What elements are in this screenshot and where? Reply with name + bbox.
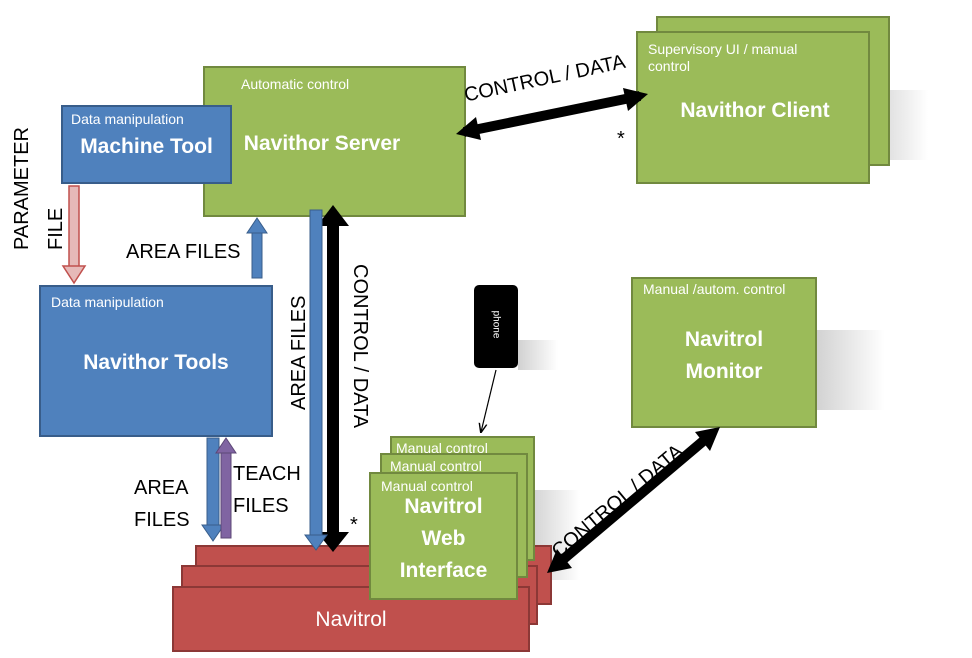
- navithor-tools-box[interactable]: Data manipulation Navithor Tools: [39, 285, 273, 437]
- web-interface-title-2: Web: [421, 527, 466, 550]
- navithor-client-sub: Supervisory UI / manual control: [648, 41, 798, 74]
- phone-device[interactable]: phone: [474, 285, 518, 368]
- web-interface-title-1: Navitrol: [404, 495, 483, 518]
- control-data-arrow-server-client: [456, 88, 648, 140]
- navithor-server-title: Navithor Server: [243, 132, 401, 155]
- navithor-client-box[interactable]: Supervisory UI / manual control Navithor…: [636, 31, 870, 184]
- machine-tool-title: Machine Tool: [80, 135, 213, 158]
- area-files-bottom-label-2: FILES: [134, 509, 190, 531]
- web-interface-sub-back2: Manual control: [396, 440, 488, 456]
- area-files-vertical-label: AREA FILES: [288, 295, 310, 411]
- parameter-label: PARAMETER: [11, 127, 33, 250]
- parameter-file-arrow: [61, 185, 87, 285]
- multiplicity-star-client: *: [617, 128, 625, 150]
- area-files-server-label: AREA FILES: [126, 241, 241, 263]
- area-files-arrow-down: [201, 437, 225, 542]
- control-data-arrow-vertical: [317, 205, 349, 552]
- area-files-arrow-vertical: [304, 209, 328, 551]
- navithor-tools-title: Navithor Tools: [83, 351, 229, 374]
- navitrol-monitor-title-2: Monitor: [685, 360, 763, 383]
- web-interface-box[interactable]: Manual control Navitrol Web Interface: [369, 472, 518, 600]
- control-data-arrow-diagonal: [547, 427, 720, 573]
- navithor-client-title: Navithor Client: [680, 99, 830, 122]
- navitrol-monitor-sub: Manual /autom. control: [643, 281, 786, 297]
- navitrol-monitor-box[interactable]: Manual /autom. control Navitrol Monitor: [631, 277, 817, 428]
- navithor-tools-sub: Data manipulation: [51, 294, 164, 310]
- teach-files-label-1: TEACH: [233, 463, 301, 485]
- monitor-shadow: [815, 330, 885, 410]
- navitrol-title: Navitrol: [315, 608, 387, 631]
- web-interface-title-3: Interface: [399, 559, 488, 582]
- control-data-vertical-label: CONTROL / DATA: [349, 264, 371, 429]
- teach-files-label-2: FILES: [233, 495, 289, 517]
- navithor-server-box[interactable]: Automatic control Navithor Server: [203, 66, 466, 217]
- file-label: FILE: [45, 207, 67, 250]
- phone-shadow: [518, 340, 558, 370]
- web-interface-sub: Manual control: [381, 478, 473, 494]
- phone-connector: [481, 369, 497, 432]
- area-files-bottom-label-1: AREA: [134, 477, 189, 499]
- machine-tool-box[interactable]: Data manipulation Machine Tool: [61, 105, 232, 184]
- machine-tool-sub: Data manipulation: [71, 111, 184, 127]
- navitrol-monitor-title-1: Navitrol: [684, 328, 764, 351]
- web-interface-sub-back1: Manual control: [390, 458, 482, 474]
- navithor-server-sub: Automatic control: [241, 76, 350, 92]
- teach-files-arrow-up: [215, 437, 237, 539]
- multiplicity-star-navitrol: *: [350, 514, 358, 536]
- area-files-arrow-up: [246, 217, 268, 279]
